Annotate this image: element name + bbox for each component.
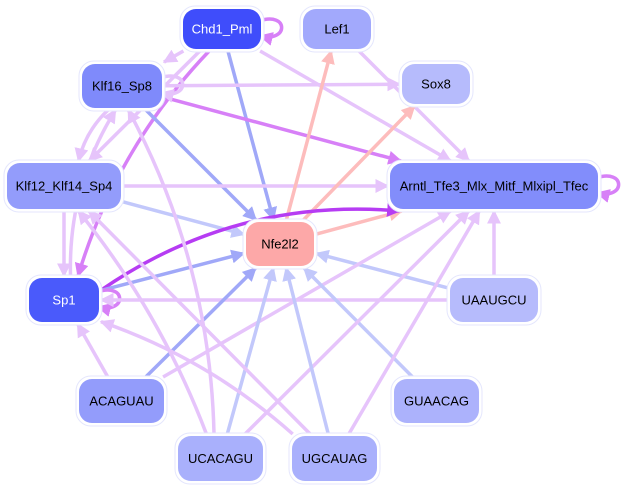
node-label: UCACAGU bbox=[188, 451, 253, 466]
node-label: Sox8 bbox=[421, 77, 451, 92]
node-box[interactable] bbox=[183, 9, 261, 49]
node-klf16-sp8[interactable]: Klf16_Sp8 bbox=[78, 60, 166, 112]
node-label: Sp1 bbox=[52, 293, 75, 308]
node-label: Klf16_Sp8 bbox=[92, 79, 152, 94]
node-box[interactable] bbox=[394, 379, 479, 423]
node-label: Chd1_Pml bbox=[192, 22, 253, 37]
edge-arntl-to-arntl bbox=[595, 174, 621, 203]
node-box[interactable] bbox=[303, 9, 371, 49]
node-nfe2l2[interactable]: Nfe2l2 bbox=[242, 218, 318, 270]
edge-ugcauag-to-klf12_klf14_sp4 bbox=[87, 209, 312, 436]
edge-ucacagu-to-klf12_klf14_sp4 bbox=[76, 209, 209, 435]
edge-sp1-to-arntl bbox=[100, 202, 402, 292]
edge-klf16_sp8-to-sox8 bbox=[163, 77, 402, 92]
edge-chd1_pml-to-sp1 bbox=[74, 49, 211, 278]
edge-ucacagu-to-arntl bbox=[243, 209, 471, 436]
edge-uaaugcu-to-nfe2l2 bbox=[314, 249, 449, 290]
node-box[interactable] bbox=[79, 379, 164, 423]
edge-chd1_pml-to-nfe2l2 bbox=[226, 50, 278, 222]
edge-ucacagu-to-klf16_sp8 bbox=[126, 108, 216, 435]
node-sox8[interactable]: Sox8 bbox=[398, 60, 474, 108]
edges-layer bbox=[57, 17, 621, 436]
edge-ucacagu-to-nfe2l2 bbox=[225, 266, 277, 435]
node-box[interactable] bbox=[82, 64, 162, 108]
edge-chd1_pml-to-chd1_pml bbox=[258, 17, 284, 46]
node-label: UGCAUAG bbox=[302, 451, 368, 466]
node-label: ACAGUAU bbox=[89, 394, 153, 409]
node-label: UAAUGCU bbox=[461, 293, 526, 308]
edge-ugcauag-to-nfe2l2 bbox=[282, 266, 330, 435]
node-label: Klf12_Klf14_Sp4 bbox=[16, 179, 113, 194]
edge-sp1-to-nfe2l2 bbox=[100, 249, 246, 293]
node-label: Nfe2l2 bbox=[261, 237, 299, 252]
node-box[interactable] bbox=[29, 278, 99, 322]
node-box[interactable] bbox=[402, 64, 470, 104]
node-uaaugcu[interactable]: UAAUGCU bbox=[446, 274, 542, 326]
edge-ugcauag-to-sp1 bbox=[99, 319, 294, 436]
node-box[interactable] bbox=[292, 436, 377, 481]
edge-acaguau-to-sp1 bbox=[76, 322, 110, 378]
edge-nfe2l2-to-arntl bbox=[315, 207, 404, 236]
node-box[interactable] bbox=[450, 278, 538, 322]
node-klf12-klf14-sp4[interactable]: Klf12_Klf14_Sp4 bbox=[3, 159, 125, 213]
edge-nfe2l2-to-lef1 bbox=[284, 49, 335, 221]
edge-acaguau-to-arntl bbox=[162, 209, 452, 379]
node-lef1[interactable]: Lef1 bbox=[299, 5, 375, 53]
edge-chd1_pml-to-klf16_sp8 bbox=[162, 49, 185, 64]
node-label: GUAACAG bbox=[404, 394, 469, 409]
node-label: Lef1 bbox=[324, 22, 349, 37]
node-box[interactable] bbox=[178, 436, 263, 481]
node-arntl[interactable]: Arntl_Tfe3_Mlx_Mitf_Mlxipl_Tfec bbox=[386, 159, 602, 213]
node-acaguau[interactable]: ACAGUAU bbox=[75, 375, 168, 427]
node-guaacag[interactable]: GUAACAG bbox=[390, 375, 483, 427]
edge-klf16_sp8-to-arntl bbox=[163, 95, 403, 165]
node-ugcauag[interactable]: UGCAUAG bbox=[288, 432, 381, 485]
node-chd1-pml[interactable]: Chd1_Pml bbox=[179, 5, 265, 53]
edge-nfe2l2-to-sox8 bbox=[302, 104, 416, 222]
node-ucacagu[interactable]: UCACAGU bbox=[174, 432, 267, 485]
edge-ugcauag-to-arntl bbox=[347, 209, 481, 435]
node-label: Arntl_Tfe3_Mlx_Mitf_Mlxipl_Tfec bbox=[400, 179, 589, 194]
edge-klf16_sp8-to-nfe2l2 bbox=[144, 108, 258, 222]
edge-klf16_sp8-to-klf16_sp8 bbox=[159, 74, 185, 103]
node-box[interactable] bbox=[7, 163, 121, 209]
node-box[interactable] bbox=[390, 163, 598, 209]
node-box[interactable] bbox=[246, 222, 314, 266]
edge-chd1_pml-to-arntl bbox=[259, 49, 452, 163]
node-sp1[interactable]: Sp1 bbox=[25, 274, 103, 326]
